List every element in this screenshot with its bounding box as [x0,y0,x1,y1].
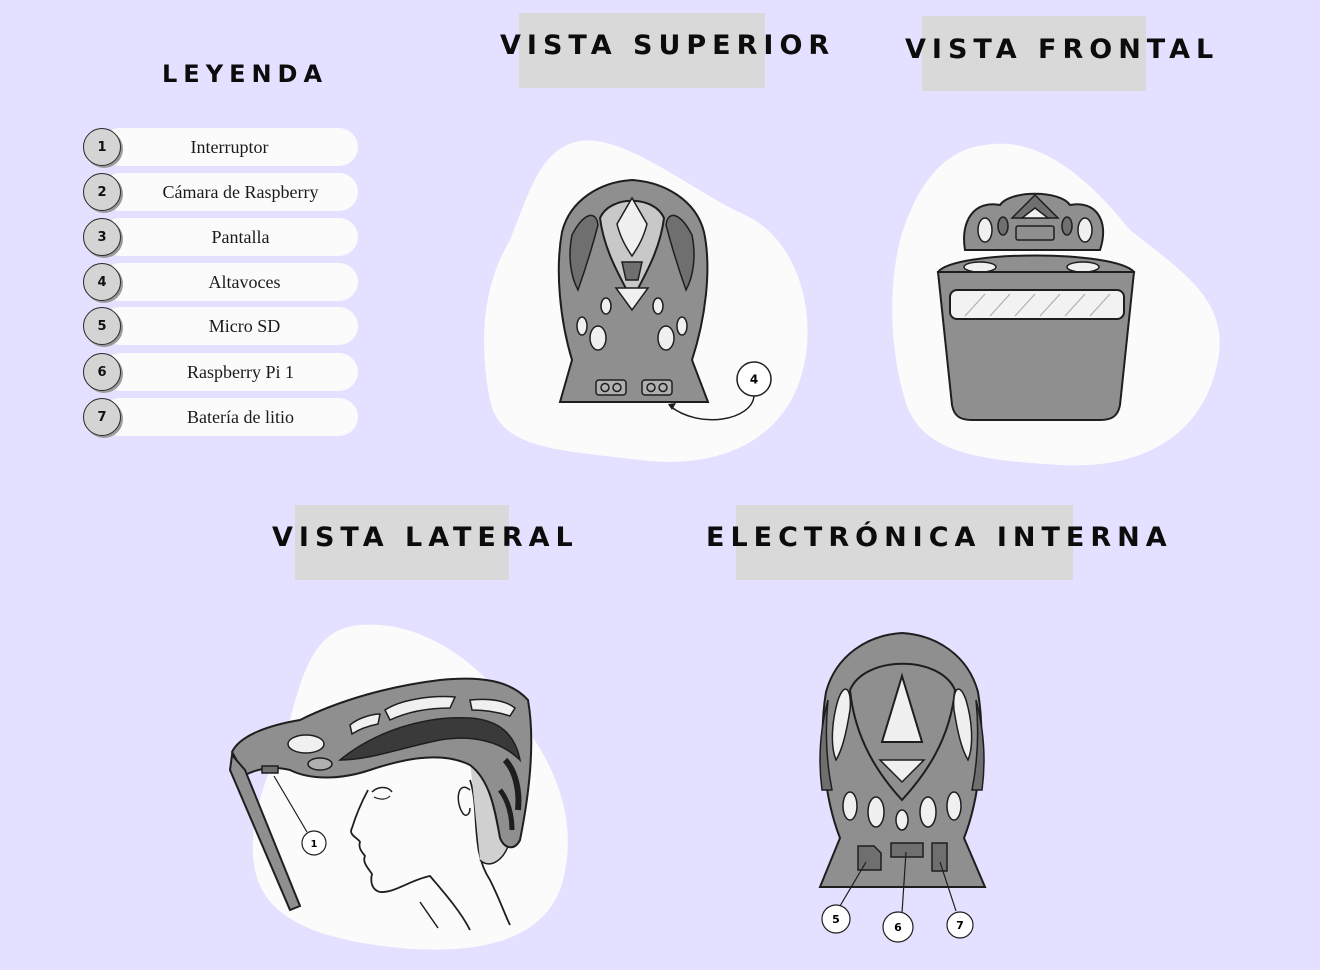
legend-item: 4 Altavoces [83,263,358,301]
title-highlight-internal [736,505,1073,580]
legend-item: 5 Micro SD [83,307,358,345]
callout-number: 4 [750,373,758,387]
callout-badge-speakers [736,361,772,397]
legend-item-label: Raspberry Pi 1 [187,361,294,382]
visor-arm [228,752,302,912]
callout-number: 6 [894,921,902,934]
view-title-front: VISTA FRONTAL [905,34,1220,65]
legend-item-label: Cámara de Raspberry [162,181,319,202]
legend-number-badge: 7 [83,398,121,436]
callout-badge-switch [301,830,327,856]
legend-item: 3 Pantalla [83,218,358,256]
legend-number-badge: 4 [83,263,121,301]
callout-line-switch [273,775,308,833]
callout-badge-raspberry [882,911,914,943]
callout-badge-battery [946,911,974,939]
legend-title: LEYENDA [162,60,329,88]
view-title-internal: ELECTRÓNICA INTERNA [706,522,1173,553]
legend-item-label: Batería de litio [187,406,294,427]
view-title-side: VISTA LATERAL [272,522,579,553]
legend-item-label: Micro SD [208,315,281,336]
callout-arrow-speakers [669,395,755,421]
legend-item: 7 Batería de litio [83,398,358,436]
legend-number-badge: 1 [83,128,121,166]
callout-badge-microsd [821,904,851,934]
switch [261,765,279,774]
lithium-battery [931,842,948,872]
legend-item: 2 Cámara de Raspberry [83,173,358,211]
view-title-top: VISTA SUPERIOR [500,30,836,61]
legend-item: 1 Interruptor [83,128,358,166]
legend-number-badge: 5 [83,307,121,345]
title-highlight-front [922,16,1146,91]
callout-number: 5 [832,913,840,926]
raspberry-pi-board [890,842,924,858]
title-highlight-top [519,13,765,88]
callout-number: 1 [311,839,318,850]
legend-item-label: Pantalla [211,226,270,247]
legend-item-label: Altavoces [208,271,281,292]
legend-number-badge: 6 [83,353,121,391]
legend-number-badge: 3 [83,218,121,256]
legend-item-label: Interruptor [190,136,269,157]
legend-item: 6 Raspberry Pi 1 [83,353,358,391]
micro-sd-card [857,845,882,871]
title-highlight-side [295,505,509,580]
callout-number: 7 [956,919,964,932]
legend-number-badge: 2 [83,173,121,211]
